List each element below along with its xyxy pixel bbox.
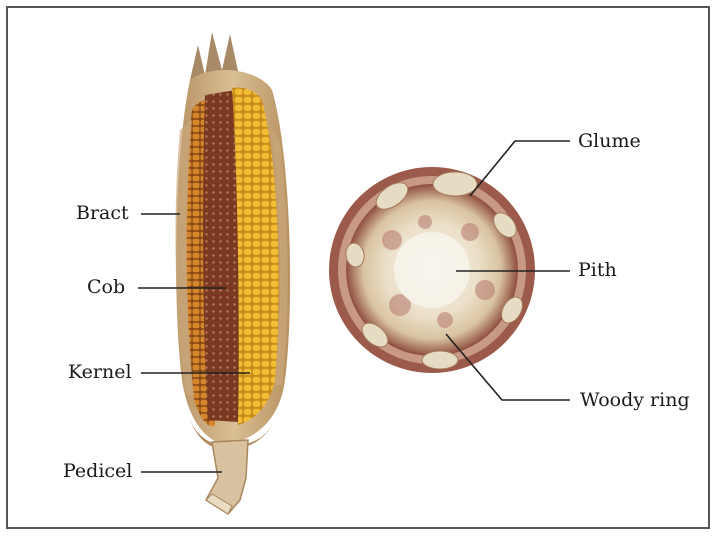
leader-woody-ring (445, 333, 570, 401)
label-cob: Cob (87, 276, 126, 298)
label-woody-ring: Woody ring (580, 389, 690, 411)
label-pith: Pith (578, 259, 617, 281)
husk-tips (190, 32, 240, 80)
pedicel-stalk (205, 439, 249, 515)
leader-lines (138, 140, 570, 473)
pith-core (394, 232, 470, 308)
label-pedicel: Pedicel (63, 460, 133, 482)
cob-rows (203, 90, 241, 422)
label-bract: Bract (76, 202, 129, 224)
cob-cross-section-illustration (329, 167, 535, 373)
label-glume: Glume (578, 130, 641, 152)
leader-glume (469, 140, 570, 197)
kernels-yellow (232, 87, 279, 425)
corn-ear-illustration (175, 32, 291, 515)
label-kernel: Kernel (68, 361, 132, 383)
